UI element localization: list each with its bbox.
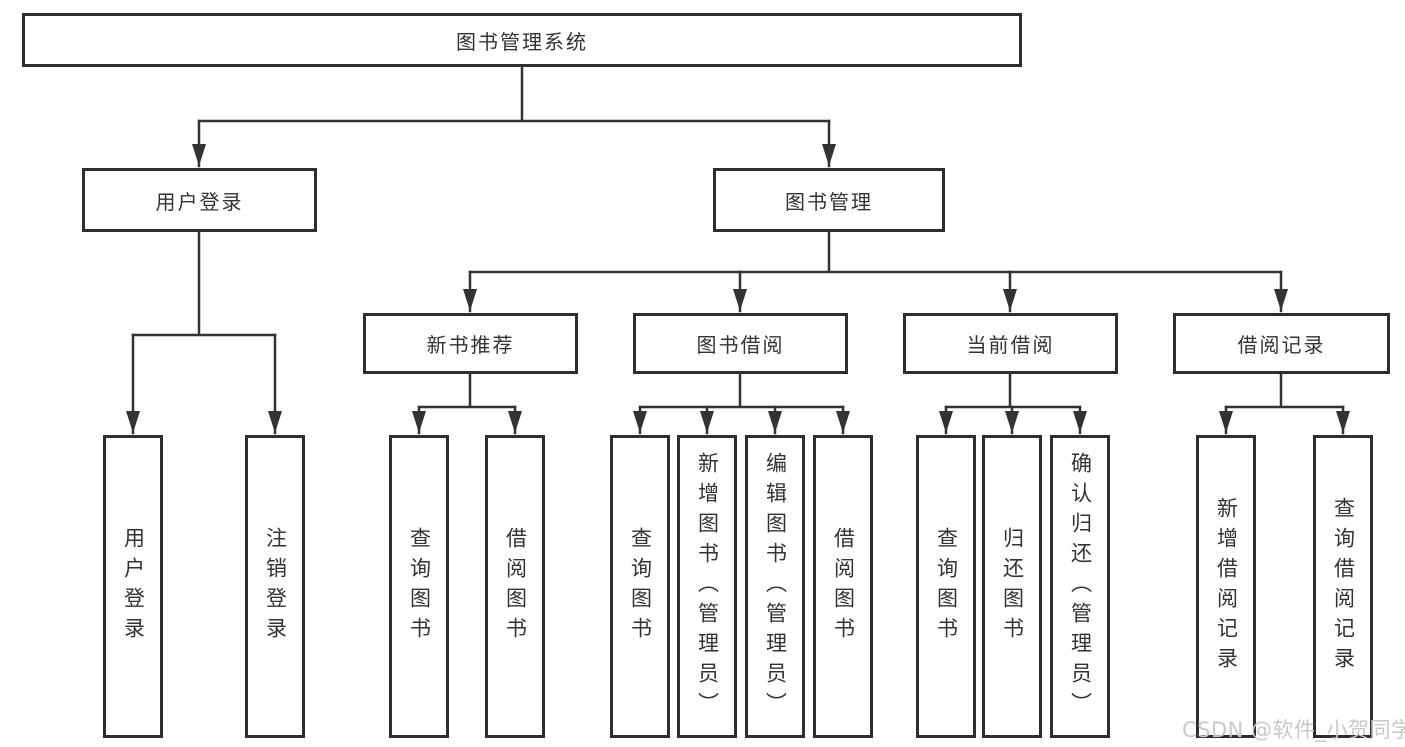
leaf-confirm-return-admin: 确认归还（管理员） bbox=[1050, 435, 1110, 738]
connector-current-borrowing-children bbox=[939, 372, 1087, 435]
leaf-return-books: 归还图书 bbox=[982, 435, 1042, 738]
node-book-management: 图书管理 bbox=[713, 168, 945, 232]
node-book-borrowing: 图书借阅 bbox=[633, 313, 848, 374]
connector-new-book-rec-children bbox=[412, 372, 522, 435]
leaf-user-login: 用户登录 bbox=[103, 435, 163, 738]
leaf-query-books-current: 查询图书 bbox=[916, 435, 976, 738]
leaf-logout: 注销登录 bbox=[245, 435, 305, 738]
leaf-add-borrow-record: 新增借阅记录 bbox=[1196, 435, 1256, 738]
connector-book-borrowing-children bbox=[633, 372, 850, 435]
connector-root-to-level2 bbox=[192, 65, 836, 168]
leaf-borrow-books-recommend: 借阅图书 bbox=[485, 435, 545, 738]
leaf-borrow-books: 借阅图书 bbox=[813, 435, 873, 738]
leaf-add-books-admin: 新增图书（管理员） bbox=[677, 435, 737, 738]
node-library-management-system: 图书管理系统 bbox=[22, 13, 1022, 67]
node-current-borrowing: 当前借阅 bbox=[903, 313, 1118, 374]
node-user-login: 用户登录 bbox=[82, 168, 317, 232]
connector-book-management-children bbox=[463, 230, 1288, 313]
csdn-watermark: CSDN @软件_小贺同学 bbox=[1182, 718, 1405, 742]
leaf-query-borrow-record: 查询借阅记录 bbox=[1313, 435, 1373, 738]
leaf-query-books-borrowing: 查询图书 bbox=[610, 435, 670, 738]
node-new-book-recommendation: 新书推荐 bbox=[363, 313, 578, 374]
leaf-edit-books-admin: 编辑图书（管理员） bbox=[745, 435, 805, 738]
connector-borrowing-records-children bbox=[1219, 372, 1350, 435]
node-borrowing-records: 借阅记录 bbox=[1173, 313, 1390, 374]
leaf-query-books-recommend: 查询图书 bbox=[389, 435, 449, 738]
connector-user-login-children bbox=[126, 230, 282, 435]
